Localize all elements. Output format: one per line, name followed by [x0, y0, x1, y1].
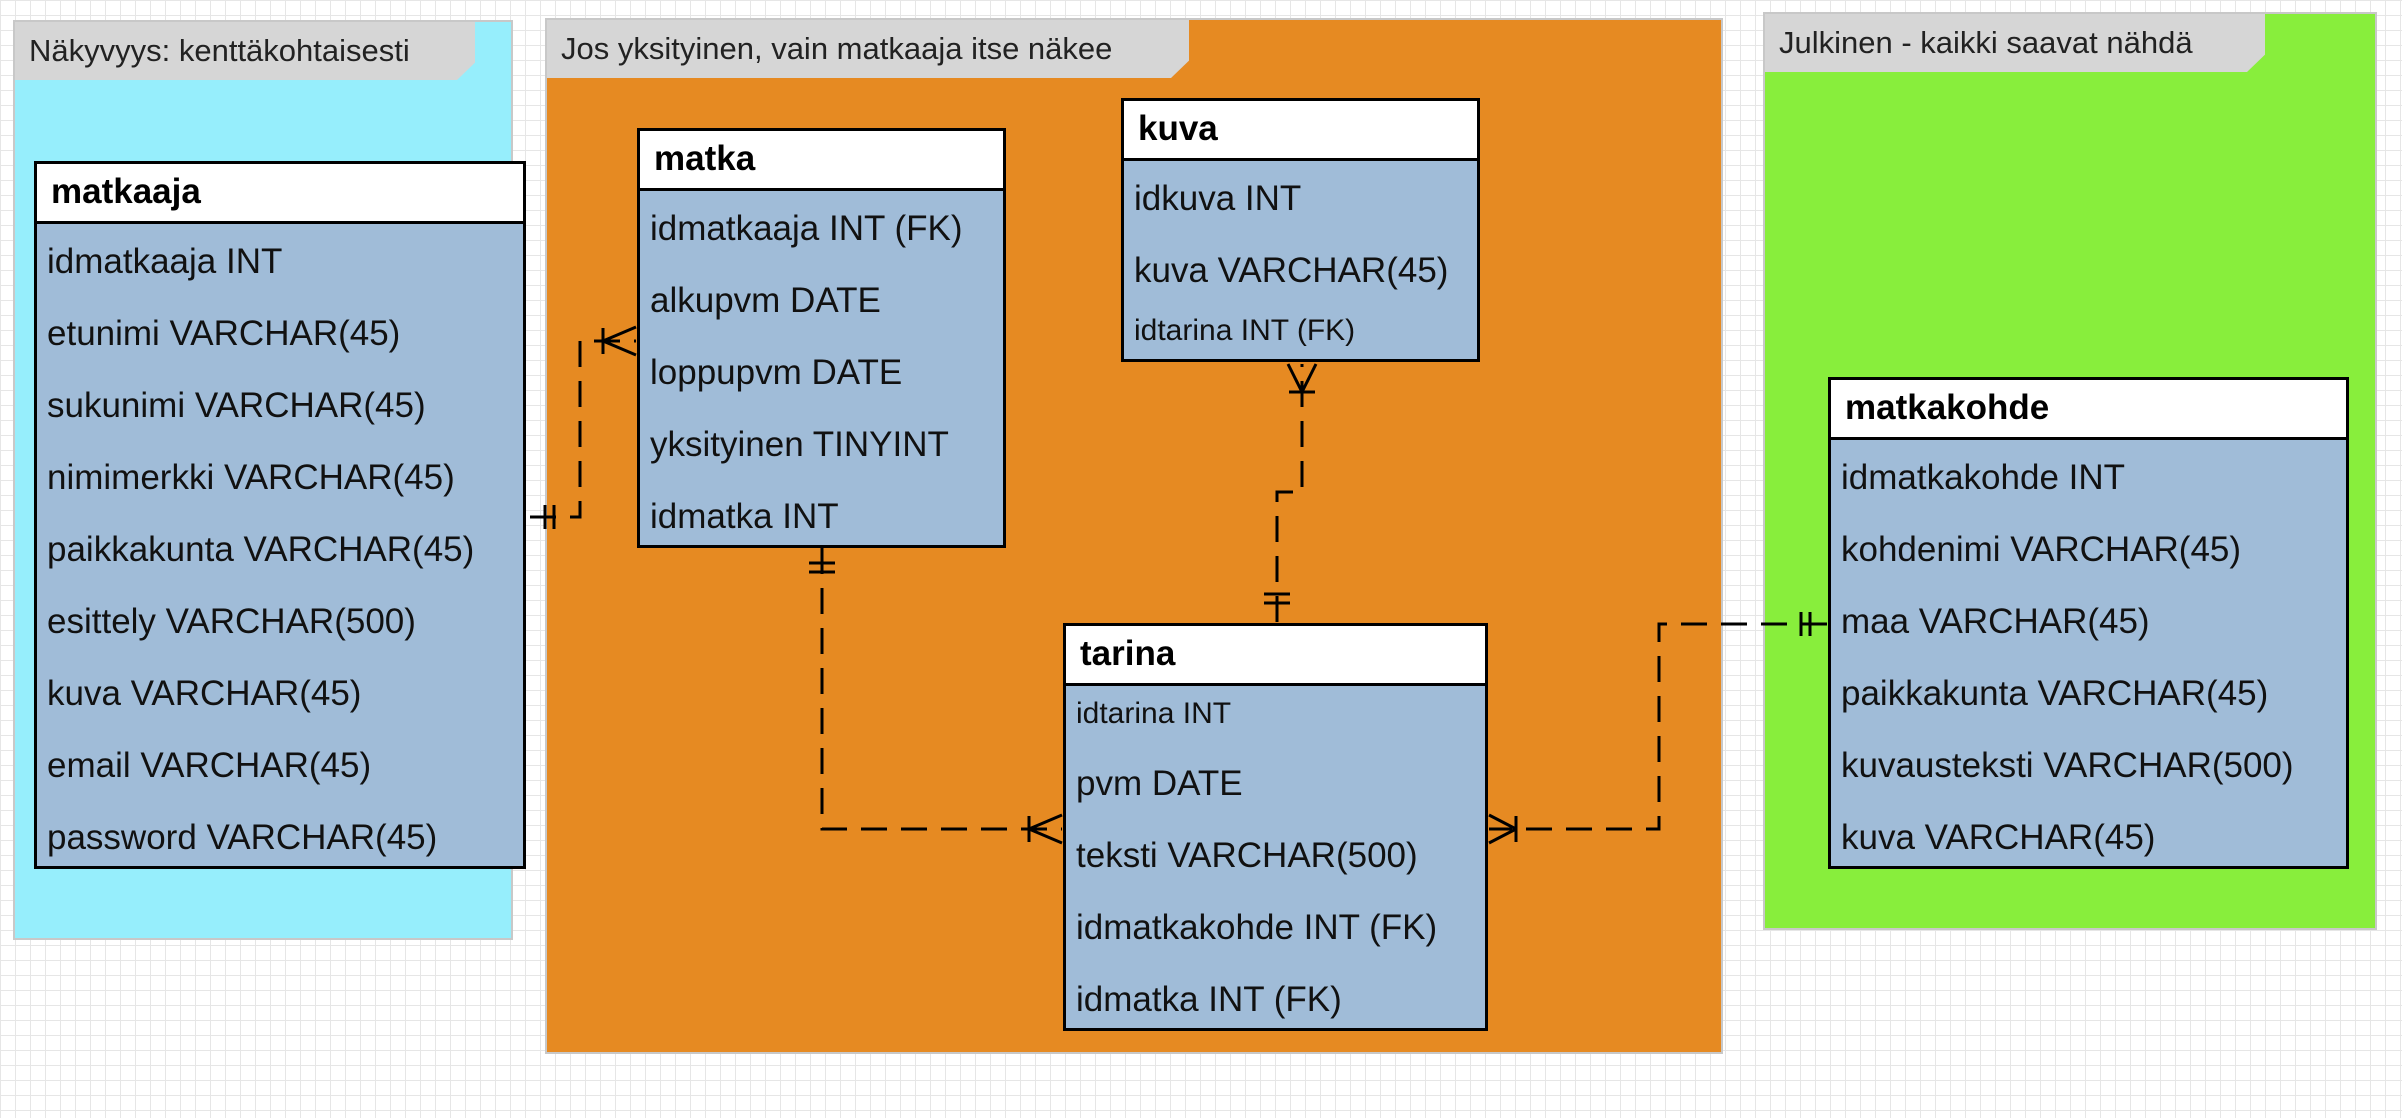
attribute: loppupvm DATE: [650, 353, 903, 392]
entity-matkaaja[interactable]: matkaaja idmatkaaja INT etunimi VARCHAR(…: [34, 161, 526, 869]
attribute: etunimi VARCHAR(45): [47, 314, 401, 353]
attribute: email VARCHAR(45): [47, 746, 372, 785]
entity-matka[interactable]: matka idmatkaaja INT (FK) alkupvm DATE l…: [637, 128, 1006, 548]
attribute: idkuva INT: [1134, 179, 1302, 218]
attribute: sukunimi VARCHAR(45): [47, 386, 426, 425]
attribute: yksityinen TINYINT: [650, 425, 949, 464]
attribute: kuva VARCHAR(45): [1134, 251, 1449, 290]
attribute: idmatkaaja INT (FK): [650, 209, 963, 248]
entity-title: kuva: [1124, 101, 1477, 161]
entity-matkakohde[interactable]: matkakohde idmatkakohde INT kohdenimi VA…: [1828, 377, 2349, 869]
attribute: paikkakunta VARCHAR(45): [1841, 674, 2269, 713]
attribute: idtarina INT (FK): [1134, 314, 1356, 347]
attribute: idmatka INT: [650, 497, 839, 536]
attribute: paikkakunta VARCHAR(45): [47, 530, 475, 569]
attribute: kuva VARCHAR(45): [1841, 818, 2156, 857]
attribute: kuvausteksti VARCHAR(500): [1841, 746, 2294, 785]
attribute: idmatkaaja INT: [47, 242, 283, 281]
attribute: nimimerkki VARCHAR(45): [47, 458, 455, 497]
entity-title: tarina: [1066, 626, 1485, 686]
attribute: idmatkakohde INT (FK): [1076, 908, 1438, 947]
entity-title: matkaaja: [37, 164, 523, 224]
entity-kuva[interactable]: kuva idkuva INT kuva VARCHAR(45) idtarin…: [1121, 98, 1480, 362]
attribute: idmatka INT (FK): [1076, 980, 1342, 1019]
attribute: alkupvm DATE: [650, 281, 881, 320]
attribute: password VARCHAR(45): [47, 818, 438, 857]
group-public-label: Julkinen - kaikki saavat nähdä: [1765, 14, 2265, 72]
group-field-visibility-label: Näkyvyys: kenttäkohtaisesti: [15, 22, 475, 80]
attribute: esittely VARCHAR(500): [47, 602, 416, 641]
attribute: kohdenimi VARCHAR(45): [1841, 530, 2242, 569]
entity-tarina[interactable]: tarina idtarina INT pvm DATE teksti VARC…: [1063, 623, 1488, 1031]
attribute: teksti VARCHAR(500): [1076, 836, 1418, 875]
attribute: pvm DATE: [1076, 764, 1243, 803]
entity-title: matkakohde: [1831, 380, 2346, 440]
attribute: kuva VARCHAR(45): [47, 674, 362, 713]
attribute: idtarina INT: [1076, 697, 1232, 730]
group-private-label: Jos yksityinen, vain matkaaja itse näkee: [547, 20, 1189, 78]
attribute: idmatkakohde INT: [1841, 458, 2126, 497]
attribute: maa VARCHAR(45): [1841, 602, 2150, 641]
entity-title: matka: [640, 131, 1003, 191]
